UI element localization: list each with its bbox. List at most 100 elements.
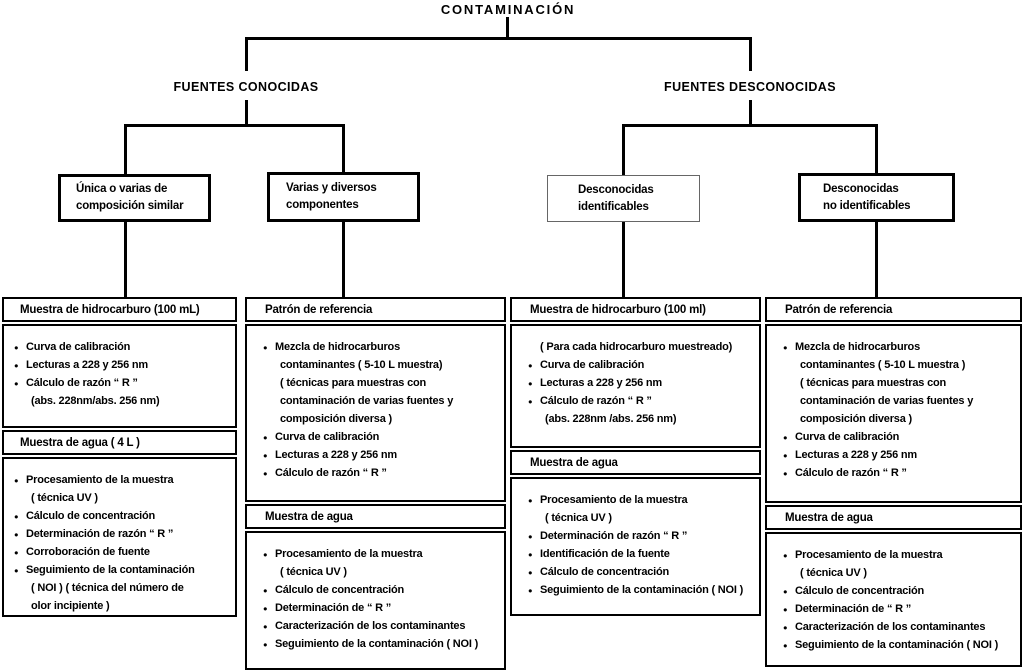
list-item: Determinación de razón “ R ”: [528, 527, 757, 545]
section-header: Muestra de agua ( 4 L ): [2, 430, 237, 455]
item-line: Lecturas a 228 y 256 nm: [540, 377, 662, 389]
section-header: Muestra de agua: [510, 450, 761, 475]
section-body: Procesamiento de la muestra( técnica UV …: [765, 532, 1022, 667]
list-item: Procesamiento de la muestra ( técnica UV …: [528, 491, 757, 527]
list-item: Corroboración de fuente: [14, 543, 233, 561]
item-line: Procesamiento de la muestra: [26, 474, 174, 486]
item-line: Seguimiento de la contaminación ( NOI ): [795, 639, 999, 651]
item-line: Procesamiento de la muestra: [275, 548, 423, 560]
list-item: Mezcla de hidrocarburos contaminantes ( 5…: [783, 338, 1018, 428]
list-item: Determinación de “ R ”: [263, 599, 502, 617]
item-line: composición diversa ): [800, 413, 912, 425]
list-item: Curva de calibración: [528, 356, 757, 374]
branch-label-fuentes-desconocidas: FUENTES DESCONOCIDAS: [664, 80, 836, 94]
box-unica-composicion-similar: Única o varias de composición similar: [58, 174, 211, 222]
detail-box-1: Muestra de hidrocarburo (100 mL) Curva d…: [2, 297, 237, 619]
item-line: Cálculo de razón “ R ”: [540, 395, 652, 407]
box-line: Varias y diversos: [286, 182, 377, 194]
item-line: Seguimiento de la contaminación ( NOI ): [540, 584, 744, 596]
item-line: Caracterización de los contaminantes: [795, 621, 986, 633]
list-item: Caracterización de los contaminantes: [263, 617, 502, 635]
item-line: Curva de calibración: [26, 341, 131, 353]
item-line: Determinación de razón “ R ”: [540, 530, 688, 542]
item-line: (abs. 228nm/abs. 256 nm): [31, 395, 160, 407]
item-line: Cálculo de razón “ R ”: [795, 467, 907, 479]
connector-root-drop: [506, 17, 509, 38]
section-body: Procesamiento de la muestra ( técnica UV …: [510, 477, 761, 616]
box-line: composición similar: [76, 200, 184, 212]
item-line: contaminación de varias fuentes y: [800, 395, 974, 407]
connector-level1-horizontal: [245, 37, 752, 40]
box-line: Única o varias de: [76, 183, 168, 195]
box-desconocidas-no-identificables: Desconocidas no identificables: [798, 173, 955, 222]
item-line: Curva de calibración: [275, 431, 380, 443]
item-line: Lecturas a 228 y 256 nm: [795, 449, 917, 461]
item-line: Seguimiento de la contaminación: [26, 564, 195, 576]
connector-known-split: [124, 124, 345, 127]
detail-box-4: Patrón de referencia Mezcla de hidrocarb…: [765, 297, 1022, 669]
list-item: Cálculo de razón “ R ” (abs. 228nm /abs. …: [528, 392, 757, 428]
section-body: Procesamiento de la muestra ( técnica UV …: [2, 457, 237, 617]
list-item: Lecturas a 228 y 256 nm: [783, 446, 1018, 464]
item-line: ( técnica UV ): [800, 567, 867, 579]
section-header: Muestra de agua: [765, 505, 1022, 530]
section-header: Patrón de referencia: [765, 297, 1022, 322]
list-item: Curva de calibración: [263, 428, 502, 446]
section-body: Mezcla de hidrocarburos contaminantes ( 5…: [765, 324, 1022, 503]
item-line: Cálculo de concentración: [540, 566, 670, 578]
list-item: Caracterización de los contaminantes: [783, 618, 1018, 636]
item-line: Mezcla de hidrocarburos: [275, 341, 400, 353]
list-item: Seguimiento de la contaminación ( NOI ) (…: [14, 561, 233, 615]
box-line: Desconocidas: [823, 182, 899, 195]
item-line: contaminantes ( 5-10 L muestra): [280, 359, 443, 371]
list-item: Cálculo de razón “ R ”: [263, 464, 502, 482]
list-item: Lecturas a 228 y 256 nm: [528, 374, 757, 392]
item-line: ( NOI ) ( técnica del número de: [31, 582, 184, 594]
list-item: Seguimiento de la contaminación ( NOI ): [263, 635, 502, 653]
connector-unknown-drop: [749, 100, 752, 126]
box-desconocidas-identificables: Desconocidas identificables: [547, 175, 700, 222]
section-header: Muestra de agua: [245, 504, 506, 529]
branch-label-fuentes-conocidas: FUENTES CONOCIDAS: [173, 80, 319, 94]
list-item: Procesamiento de la muestra ( técnica UV …: [14, 471, 233, 507]
item-line: Lecturas a 228 y 256 nm: [275, 449, 397, 461]
item-line: ( técnica UV ): [545, 512, 612, 524]
item-line: contaminantes ( 5-10 L muestra ): [800, 359, 966, 371]
list-item: Cálculo de razón “ R ”(abs. 228nm/abs. 2…: [14, 374, 233, 410]
item-line: Identificación de la fuente: [540, 548, 670, 560]
item-line: ( técnica UV ): [280, 566, 347, 578]
box-varias-componentes: Varias y diversos componentes: [267, 172, 420, 222]
item-line: Procesamiento de la muestra: [540, 494, 688, 506]
connector-box4-top: [875, 124, 878, 173]
list-item: Curva de calibración: [14, 338, 233, 356]
section-header: Patrón de referencia: [245, 297, 506, 322]
item-line: Determinación de “ R ”: [275, 602, 392, 614]
list-item: Procesamiento de la muestra( técnica UV …: [783, 546, 1018, 582]
connector-box1-bottom: [124, 222, 127, 297]
item-line: ( técnica UV ): [31, 492, 98, 504]
section-body: Procesamiento de la muestra ( técnica UV …: [245, 531, 506, 670]
box-line: no identificables: [823, 199, 911, 212]
diagram-title: CONTAMINACIÓN: [440, 2, 576, 17]
item-line: Lecturas a 228 y 256 nm: [26, 359, 148, 371]
section-header: Muestra de hidrocarburo (100 mL): [2, 297, 237, 322]
list-item: Lecturas a 228 y 256 nm: [14, 356, 233, 374]
item-line: Cálculo de razón “ R ”: [275, 467, 387, 479]
item-line: Caracterización de los contaminantes: [275, 620, 466, 632]
item-line: Determinación de razón “ R ”: [26, 528, 174, 540]
item-line: Mezcla de hidrocarburos: [795, 341, 920, 353]
connector-known-top: [245, 37, 248, 71]
list-item: Cálculo de razón “ R ”: [783, 464, 1018, 482]
item-line: (abs. 228nm /abs. 256 nm): [545, 413, 677, 425]
detail-box-2: Patrón de referencia Mezcla de hidrocarb…: [245, 297, 506, 672]
item-line: contaminación de varias fuentes y: [280, 395, 454, 407]
box-line: Desconocidas: [578, 183, 654, 196]
item-line: Cálculo de concentración: [275, 584, 405, 596]
item-line: Seguimiento de la contaminación ( NOI ): [275, 638, 479, 650]
connector-box4-bottom: [875, 222, 878, 297]
section-body: ( Para cada hidrocarburo muestreado)Curv…: [510, 324, 761, 448]
item-line: olor incipiente ): [31, 600, 110, 612]
list-item: Cálculo de concentración: [263, 581, 502, 599]
connector-known-drop: [245, 100, 248, 126]
connector-box2-top: [342, 124, 345, 172]
